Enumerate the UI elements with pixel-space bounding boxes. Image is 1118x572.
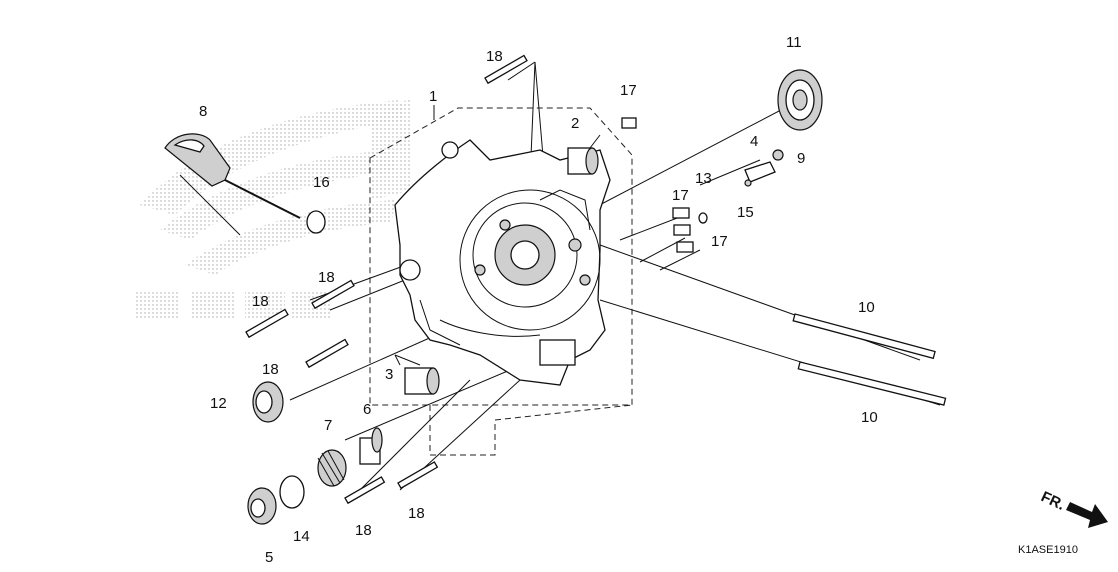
part-label-14: 14 [293, 528, 310, 545]
part-label-18e: 18 [355, 522, 372, 539]
front-arrow-icon [1066, 502, 1108, 528]
part-label-10a: 10 [858, 299, 875, 316]
bolts-18 [245, 54, 528, 505]
bushing-2 [567, 147, 599, 175]
washer-13 [698, 212, 708, 224]
part-label-11: 11 [786, 34, 802, 51]
part-label-16: 16 [313, 174, 330, 191]
part-label-5: 5 [265, 549, 273, 566]
dowel-pins-17 [621, 117, 694, 253]
oil-seal-12 [252, 381, 284, 423]
part-label-13: 13 [695, 170, 712, 187]
part-label-7: 7 [324, 417, 332, 434]
o-ring-14 [279, 475, 305, 509]
part-label-8: 8 [199, 103, 207, 120]
part-label-10b: 10 [861, 409, 878, 426]
dipstick-8 [164, 133, 301, 219]
watermark-logo [135, 98, 412, 318]
part-label-18f: 18 [408, 505, 425, 522]
part-label-3: 3 [385, 366, 393, 383]
part-label-17c: 17 [711, 233, 728, 250]
front-direction-indicator: FR. [1038, 488, 1108, 528]
diagram-code: K1ASE1910 [1018, 544, 1078, 556]
part-label-2: 2 [571, 115, 579, 132]
part-label-15: 15 [737, 204, 754, 221]
drain-plug-5 [247, 487, 277, 525]
part-label-18a: 18 [486, 48, 503, 65]
part-label-18d: 18 [262, 361, 279, 378]
part-label-17b: 17 [672, 187, 689, 204]
assembly-outline [369, 107, 633, 406]
bushing-3 [404, 367, 440, 395]
part-label-12: 12 [210, 395, 227, 412]
cap-6 [359, 427, 383, 465]
part-label-17a: 17 [620, 82, 637, 99]
part-label-6: 6 [363, 401, 371, 418]
clip-15 [744, 179, 752, 187]
front-label: FR. [1038, 488, 1067, 514]
spring-7 [317, 449, 347, 487]
part-label-1: 1 [429, 88, 437, 105]
studs-10 [792, 313, 947, 406]
o-ring-16 [306, 210, 326, 234]
bearing-11 [777, 69, 823, 131]
clamp-4 [744, 149, 784, 183]
part-label-4: 4 [750, 133, 758, 150]
part-labels: 1 2 3 4 5 6 7 8 9 10 10 11 12 13 14 15 1… [199, 34, 878, 566]
assembly-outline-lower [429, 404, 633, 456]
part-label-18b: 18 [318, 269, 335, 286]
part-label-9: 9 [797, 150, 805, 167]
crankcase-cover [394, 139, 611, 386]
part-label-18c: 18 [252, 293, 269, 310]
